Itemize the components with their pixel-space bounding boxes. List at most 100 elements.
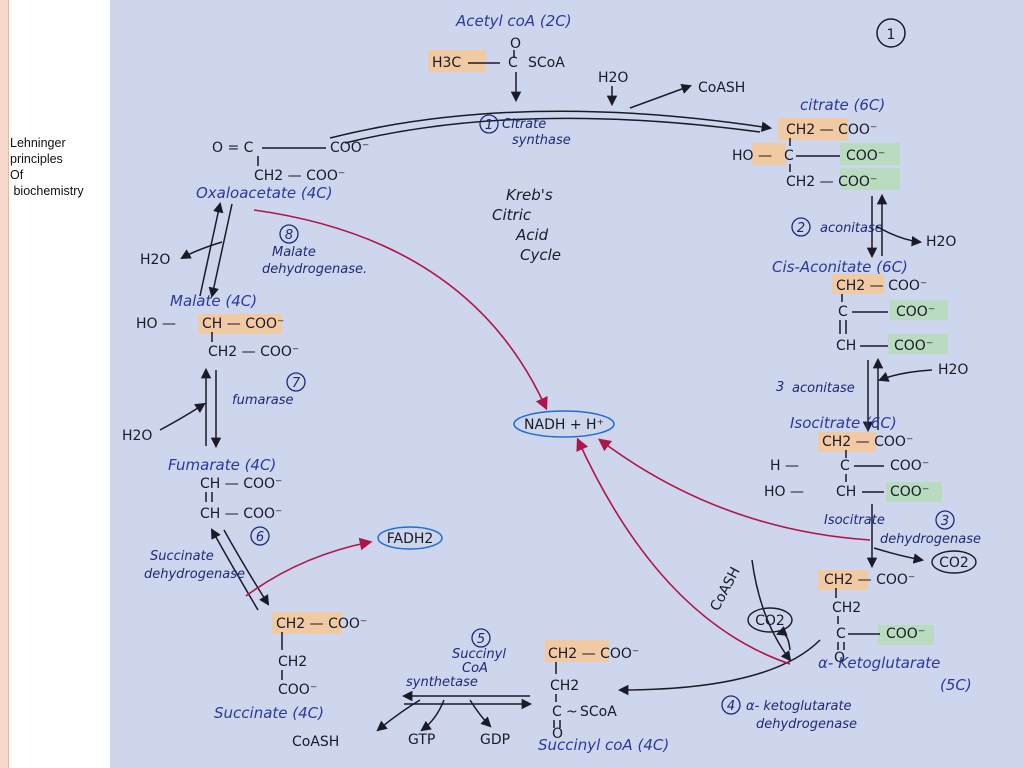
highlights: [198, 50, 948, 662]
svg-text:FADH2: FADH2: [387, 531, 434, 547]
svg-text:COO⁻: COO⁻: [890, 484, 929, 500]
svg-text:COO⁻: COO⁻: [330, 140, 369, 156]
svg-text:CO2: CO2: [755, 613, 785, 629]
step-1-citrate-synthase: 1 Citrate synthase: [479, 114, 571, 148]
svg-text:GDP: GDP: [480, 732, 510, 748]
svg-text:Isocitrate (6C): Isocitrate (6C): [790, 414, 897, 432]
svg-text:CH2: CH2: [550, 678, 579, 694]
svg-text:3: 3: [941, 514, 949, 529]
caption-line: principles: [10, 152, 63, 166]
oxaloacetate: O = C COO⁻ CH2 — COO⁻ Oxaloacetate (4C): [196, 140, 369, 202]
svg-text:SCoA: SCoA: [580, 704, 617, 720]
svg-text:Acid: Acid: [515, 226, 549, 244]
acetyl-coa: Acetyl coA (2C) O H3C C SCoA H2O CoASH: [432, 12, 745, 109]
svg-text:1: 1: [887, 27, 896, 43]
svg-text:C: C: [838, 304, 848, 320]
svg-text:dehydrogenase: dehydrogenase: [144, 567, 245, 582]
svg-text:Citrate: Citrate: [502, 117, 546, 132]
svg-text:CH2 — COO⁻: CH2 — COO⁻: [208, 344, 299, 360]
svg-text:H2O: H2O: [140, 252, 170, 268]
svg-text:C: C: [508, 55, 518, 71]
svg-text:C: C: [552, 704, 562, 720]
svg-text:H —: H —: [770, 458, 799, 474]
svg-text:CO2: CO2: [939, 555, 969, 571]
nadh-arrows: [253, 209, 871, 665]
diagram-title: Kreb's Citric Acid Cycle: [492, 186, 561, 264]
svg-text:HO —: HO —: [136, 316, 176, 332]
svg-text:NADH + H⁺: NADH + H⁺: [524, 417, 604, 433]
svg-text:SCoA: SCoA: [528, 55, 565, 71]
svg-text:COO⁻: COO⁻: [894, 338, 933, 354]
svg-text:CH2 — COO⁻: CH2 — COO⁻: [824, 572, 915, 588]
svg-text:Succinate (4C): Succinate (4C): [214, 704, 324, 722]
nadh: NADH + H⁺: [513, 410, 615, 438]
step-5-succinyl-coa-synthetase: 5 Succinyl CoA synthetase CoASH GTP GDP: [292, 628, 533, 750]
svg-text:Malate: Malate: [272, 245, 316, 260]
svg-text:CoASH: CoASH: [292, 734, 339, 750]
citrate: citrate (6C) CH2 — COO⁻ HO — C COO⁻ CH2 …: [732, 96, 885, 190]
svg-text:Oxaloacetate (4C): Oxaloacetate (4C): [196, 184, 333, 202]
svg-text:COO⁻: COO⁻: [846, 148, 885, 164]
svg-text:aconitase: aconitase: [792, 381, 855, 396]
svg-text:(5C): (5C): [940, 676, 972, 694]
svg-text:CH2 — COO⁻: CH2 — COO⁻: [548, 646, 639, 662]
svg-text:α- ketoglutarate: α- ketoglutarate: [746, 699, 852, 714]
svg-text:CH2 — COO⁻: CH2 — COO⁻: [254, 168, 345, 184]
svg-text:CoA: CoA: [462, 661, 488, 676]
condensation-arrow-secondary: [344, 117, 761, 144]
svg-text:CH2 — COO⁻: CH2 — COO⁻: [276, 616, 367, 632]
svg-text:H2O: H2O: [926, 234, 956, 250]
svg-text:dehydrogenase.: dehydrogenase.: [262, 262, 367, 277]
svg-text:C: C: [836, 626, 846, 642]
caption-line: biochemistry: [10, 184, 84, 198]
svg-text:CoASH: CoASH: [707, 565, 743, 614]
svg-text:CH2 — COO⁻: CH2 — COO⁻: [786, 122, 877, 138]
svg-text:Isocitrate: Isocitrate: [824, 513, 885, 528]
step-6-succinate-dehydrogenase: 6 Succinate dehydrogenase: [144, 526, 270, 611]
svg-text:6: 6: [256, 530, 264, 545]
svg-text:4: 4: [727, 699, 735, 714]
svg-text:citrate (6C): citrate (6C): [800, 96, 885, 114]
fadh2: FADH2: [245, 526, 443, 597]
svg-text:Fumarate (4C): Fumarate (4C): [168, 456, 276, 474]
source-caption: Lehninger principles Of biochemistry: [10, 135, 110, 199]
svg-text:CoASH: CoASH: [698, 80, 745, 96]
succinyl-coa: CH2 — COO⁻ CH2 C ~ SCoA O Succinyl coA (…: [538, 646, 669, 754]
malate: Malate (4C) HO — CH — COO⁻ CH2 — COO⁻: [136, 292, 299, 360]
svg-text:α- Ketoglutarate: α- Ketoglutarate: [818, 654, 940, 672]
svg-text:CH2 — COO⁻: CH2 — COO⁻: [836, 278, 927, 294]
svg-text:CH2 — COO⁻: CH2 — COO⁻: [822, 434, 913, 450]
condensation-arrow: [329, 110, 773, 139]
svg-text:fumarase: fumarase: [232, 393, 294, 408]
svg-text:3: 3: [776, 380, 784, 395]
svg-text:GTP: GTP: [408, 732, 435, 748]
svg-text:CH: CH: [836, 338, 856, 354]
svg-text:HO —: HO —: [764, 484, 804, 500]
svg-text:Succinate: Succinate: [150, 549, 214, 564]
svg-text:dehydrogenase: dehydrogenase: [756, 717, 857, 732]
svg-text:H2O: H2O: [598, 70, 628, 86]
svg-text:CH: CH: [836, 484, 856, 500]
svg-text:CH2: CH2: [832, 600, 861, 616]
svg-text:COO⁻: COO⁻: [896, 304, 935, 320]
svg-text:CH2 — COO⁻: CH2 — COO⁻: [786, 174, 877, 190]
svg-text:Citric: Citric: [492, 206, 532, 224]
svg-text:C: C: [784, 148, 794, 164]
slide-border: [0, 0, 8, 768]
svg-text:Succinyl coA (4C): Succinyl coA (4C): [538, 736, 669, 754]
svg-text:H3C: H3C: [432, 55, 461, 71]
svg-text:CH — COO⁻: CH — COO⁻: [200, 506, 282, 522]
alpha-ketoglutarate: CH2 — COO⁻ CH2 C COO⁻ O α- Ketoglutarate…: [818, 572, 972, 694]
page-number: 1: [876, 18, 906, 48]
svg-text:5: 5: [477, 632, 485, 647]
svg-text:7: 7: [292, 376, 301, 391]
cis-aconitate: Cis-Aconitate (6C) CH2 — COO⁻ C COO⁻ CH …: [772, 258, 935, 354]
svg-text:Acetyl coA (2C): Acetyl coA (2C): [455, 12, 572, 30]
succinate: CH2 — COO⁻ CH2 COO⁻ Succinate (4C): [214, 616, 367, 722]
svg-text:COO⁻: COO⁻: [886, 626, 925, 642]
caption-line: Lehninger: [10, 136, 66, 150]
svg-text:CH — COO⁻: CH — COO⁻: [200, 476, 282, 492]
svg-text:O: O: [552, 726, 563, 742]
svg-text:HO —: HO —: [732, 148, 772, 164]
